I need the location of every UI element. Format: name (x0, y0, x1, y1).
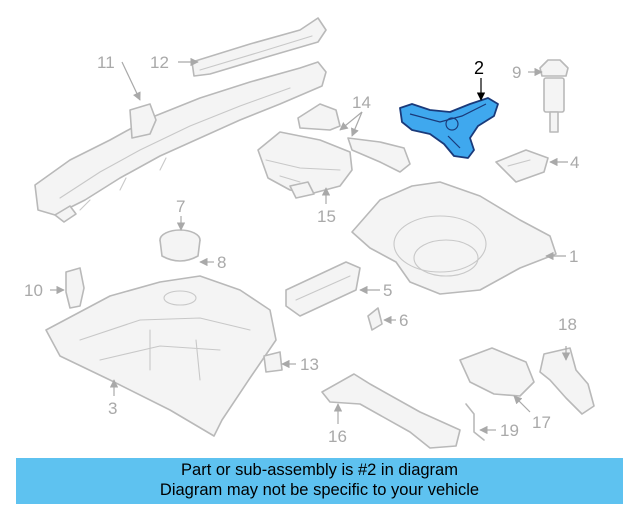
floor-pan-part-3 (45, 275, 277, 437)
frame-rail-part-11 (34, 61, 327, 223)
callout-13: 13 (300, 355, 319, 374)
callout-10: 10 (24, 281, 43, 300)
panel-part-18 (539, 347, 595, 415)
callout-7: 7 (176, 197, 185, 216)
shock-absorber-part-9 (539, 59, 569, 133)
callout-11: 11 (97, 53, 115, 72)
upper-rail-part-12 (191, 17, 327, 77)
bracket-part-14 (297, 103, 411, 173)
exploded-parts-diagram: 1 2 3 4 5 6 7 8 9 10 11 12 13 14 15 16 1… (24, 17, 595, 449)
callout-6: 6 (399, 311, 408, 330)
crossmember-part-15 (257, 131, 353, 199)
bracket-part-10 (65, 267, 85, 309)
callout-1: 1 (569, 247, 578, 266)
member-part-5 (285, 261, 361, 317)
bracket-part-13 (263, 351, 283, 373)
callout-5: 5 (383, 281, 392, 300)
plug-part-7 (159, 229, 201, 262)
callout-leaders (50, 57, 571, 435)
callout-15: 15 (317, 207, 336, 226)
pad-part-4 (495, 149, 549, 183)
callout-17: 17 (532, 413, 551, 432)
sill-part-16 (321, 373, 461, 449)
callout-19: 19 (500, 421, 519, 440)
callout-12: 12 (150, 53, 169, 72)
spare-wheel-well-part-1 (351, 181, 557, 295)
shield-part-17 (459, 347, 535, 397)
highlighted-bracket-part-2 (399, 97, 499, 159)
banner-line-disclaimer: Diagram may not be specific to your vehi… (159, 481, 480, 499)
callout-numbers: 1 2 3 4 5 6 7 8 9 10 11 12 13 14 15 16 1… (24, 53, 579, 446)
callout-4: 4 (570, 153, 579, 172)
bracket-part-19 (465, 403, 485, 441)
callout-8: 8 (217, 253, 226, 272)
callout-3: 3 (108, 399, 117, 418)
callout-2: 2 (474, 58, 484, 78)
clip-part-6 (367, 307, 383, 331)
callout-16: 16 (328, 427, 347, 446)
callout-14: 14 (352, 93, 371, 112)
callout-9: 9 (512, 63, 521, 82)
callout-18: 18 (558, 315, 577, 334)
banner-line-part-reference: Part or sub-assembly is #2 in diagram (181, 461, 458, 479)
info-banner: Part or sub-assembly is #2 in diagram Di… (16, 458, 623, 504)
